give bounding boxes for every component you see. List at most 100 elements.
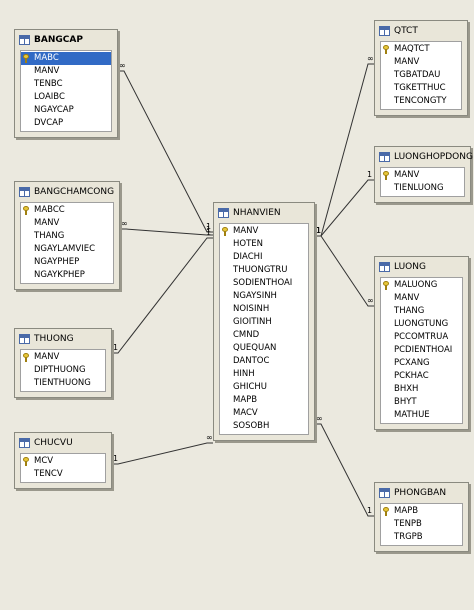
column-row[interactable]: THANG [21,230,113,243]
relationship-line[interactable] [315,423,374,517]
column-row[interactable]: CMND [220,329,308,342]
column-name: NGAYKPHEP [34,270,85,280]
column-name: MCV [34,456,54,466]
column-row[interactable]: PCDIENTHOAI [381,344,462,357]
column-row[interactable]: QUEQUAN [220,342,308,355]
column-row[interactable]: NGAYSINH [220,290,308,303]
column-row[interactable]: LOAIBC [21,91,111,104]
column-row[interactable]: PCKHAC [381,370,462,383]
column-row[interactable]: NGAYPHEP [21,256,113,269]
column-row[interactable]: MABC [21,52,111,65]
cardinality-label: ∞ [121,219,128,228]
table-title-bar[interactable]: QTCT [375,21,467,41]
table-title-bar[interactable]: LUONGHOPDONG [375,147,473,167]
column-name: MATHUE [394,410,430,420]
table-icon [19,35,30,45]
column-row[interactable]: GIOITINH [220,316,308,329]
column-row[interactable]: THUONGTRU [220,264,308,277]
relationship-line[interactable] [120,228,213,236]
column-row[interactable]: NOISINH [220,303,308,316]
column-row[interactable]: DVCAP [21,117,111,130]
cardinality-label: 1 [367,170,372,179]
relationship-line[interactable] [112,237,213,354]
column-row[interactable]: MABCC [21,204,113,217]
column-row[interactable]: MCV [21,455,105,468]
column-row[interactable]: MANV [381,292,462,305]
column-row[interactable]: HOTEN [220,238,308,251]
table-title-bar[interactable]: PHONGBAN [375,483,468,503]
column-name: MANV [34,66,60,76]
table-chucvu[interactable]: CHUCVU MCV TENCV [14,432,112,489]
column-row[interactable]: DIACHI [220,251,308,264]
column-row[interactable]: TIENLUONG [381,182,464,195]
column-name: SOSOBH [233,421,270,431]
relationship-line[interactable] [315,235,374,307]
table-title-bar[interactable]: CHUCVU [15,433,111,453]
column-row[interactable]: LUONGTUNG [381,318,462,331]
column-name: MABCC [34,205,65,215]
column-row[interactable]: TENPB [381,518,462,531]
column-name: DIACHI [233,252,263,262]
column-row[interactable]: MAQTCT [381,43,461,56]
column-row[interactable]: HINH [220,368,308,381]
column-row[interactable]: DANTOC [220,355,308,368]
column-row[interactable]: TGKETTHUC [381,82,461,95]
column-row[interactable]: TIENTHUONG [21,377,105,390]
column-row[interactable]: TRGPB [381,531,462,544]
column-row[interactable]: MANV [21,65,111,78]
relationship-line[interactable] [315,179,374,237]
relationship-line[interactable] [315,63,374,237]
column-row[interactable]: THANG [381,305,462,318]
column-row[interactable]: TENBC [21,78,111,91]
table-icon [379,488,390,498]
primary-key-icon [383,45,390,54]
column-name: MANV [34,352,60,362]
column-row[interactable]: BHXH [381,383,462,396]
column-row[interactable]: SODIENTHOAI [220,277,308,290]
column-row[interactable]: MANV [21,351,105,364]
column-name: NGAYLAMVIEC [34,244,95,254]
table-name: NHANVIEN [233,208,281,218]
table-title-bar[interactable]: LUONG [375,257,468,277]
table-name: BANGCAP [34,35,83,45]
column-row[interactable]: TENCONGTY [381,95,461,108]
column-row[interactable]: SOSOBH [220,420,308,433]
table-title-bar[interactable]: THUONG [15,329,111,349]
column-row[interactable]: MALUONG [381,279,462,292]
column-row[interactable]: NGAYCAP [21,104,111,117]
column-row[interactable]: BHYT [381,396,462,409]
column-row[interactable]: MANV [220,225,308,238]
column-row[interactable]: TGBATDAU [381,69,461,82]
column-row[interactable]: PCXANG [381,357,462,370]
column-row[interactable]: MATHUE [381,409,462,422]
column-row[interactable]: MANV [381,56,461,69]
relationship-line[interactable] [118,70,213,233]
table-title-bar[interactable]: BANGCHAMCONG [15,182,119,202]
column-row[interactable]: NGAYLAMVIEC [21,243,113,256]
column-row[interactable]: TENCV [21,468,105,481]
column-row[interactable]: NGAYKPHEP [21,269,113,282]
column-row[interactable]: GHICHU [220,381,308,394]
table-name: THUONG [34,334,74,344]
column-row[interactable]: MACV [220,407,308,420]
table-title-bar[interactable]: BANGCAP [15,30,117,50]
column-row[interactable]: MAPB [220,394,308,407]
column-row[interactable]: MAPB [381,505,462,518]
relationship-line[interactable] [112,442,213,465]
column-row[interactable]: MANV [21,217,113,230]
column-row[interactable]: PCCOMTRUA [381,331,462,344]
column-name: NGAYCAP [34,105,74,115]
column-row[interactable]: DIPTHUONG [21,364,105,377]
table-title-bar[interactable]: NHANVIEN [214,203,314,223]
column-row[interactable]: MANV [381,169,464,182]
cardinality-label: ∞ [316,414,323,423]
table-icon [19,438,30,448]
